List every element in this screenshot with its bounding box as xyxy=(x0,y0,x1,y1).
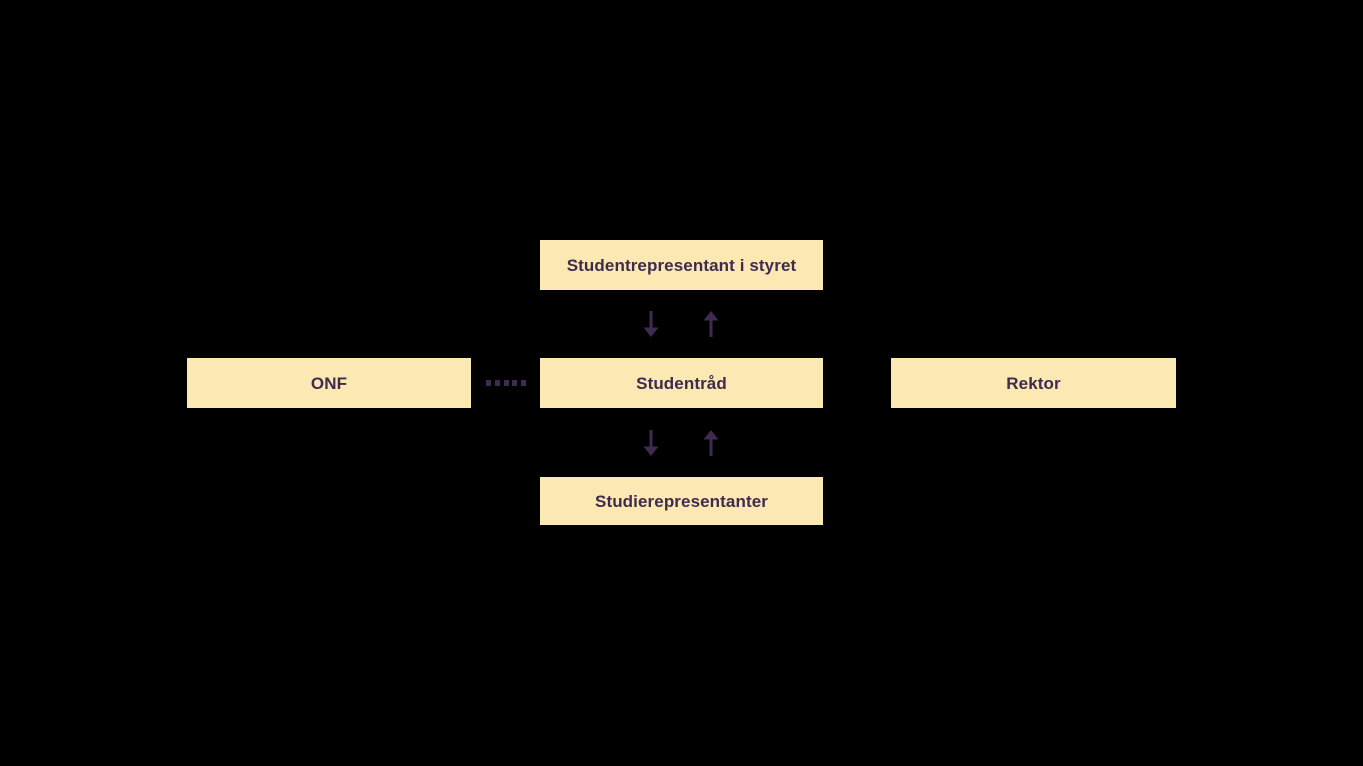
node-student-representative-board[interactable]: Studentrepresentant i styret xyxy=(540,240,823,290)
node-label: ONF xyxy=(310,373,348,393)
arrow-up-icon xyxy=(698,309,724,339)
node-onf[interactable]: ONF xyxy=(187,358,471,408)
node-label: Studierepresentanter xyxy=(595,491,768,511)
node-label: Rektor xyxy=(1006,373,1061,393)
arrow-down-icon xyxy=(638,309,664,339)
arrow-down-icon xyxy=(638,428,664,458)
node-label: Studentrepresentant i styret xyxy=(566,255,797,275)
dash-segment xyxy=(503,379,509,386)
node-studentrad[interactable]: Studentråd xyxy=(540,358,823,408)
node-studierepresentanter[interactable]: Studierepresentanter xyxy=(540,477,823,525)
dotted-line-icon xyxy=(486,379,526,386)
dash-segment xyxy=(512,379,518,386)
node-rektor[interactable]: Rektor xyxy=(891,358,1176,408)
arrow-up-icon xyxy=(698,428,724,458)
node-label: Studentråd xyxy=(636,373,727,393)
dash-segment xyxy=(494,379,500,386)
dash-segment xyxy=(486,379,491,386)
dash-segment xyxy=(521,379,526,386)
